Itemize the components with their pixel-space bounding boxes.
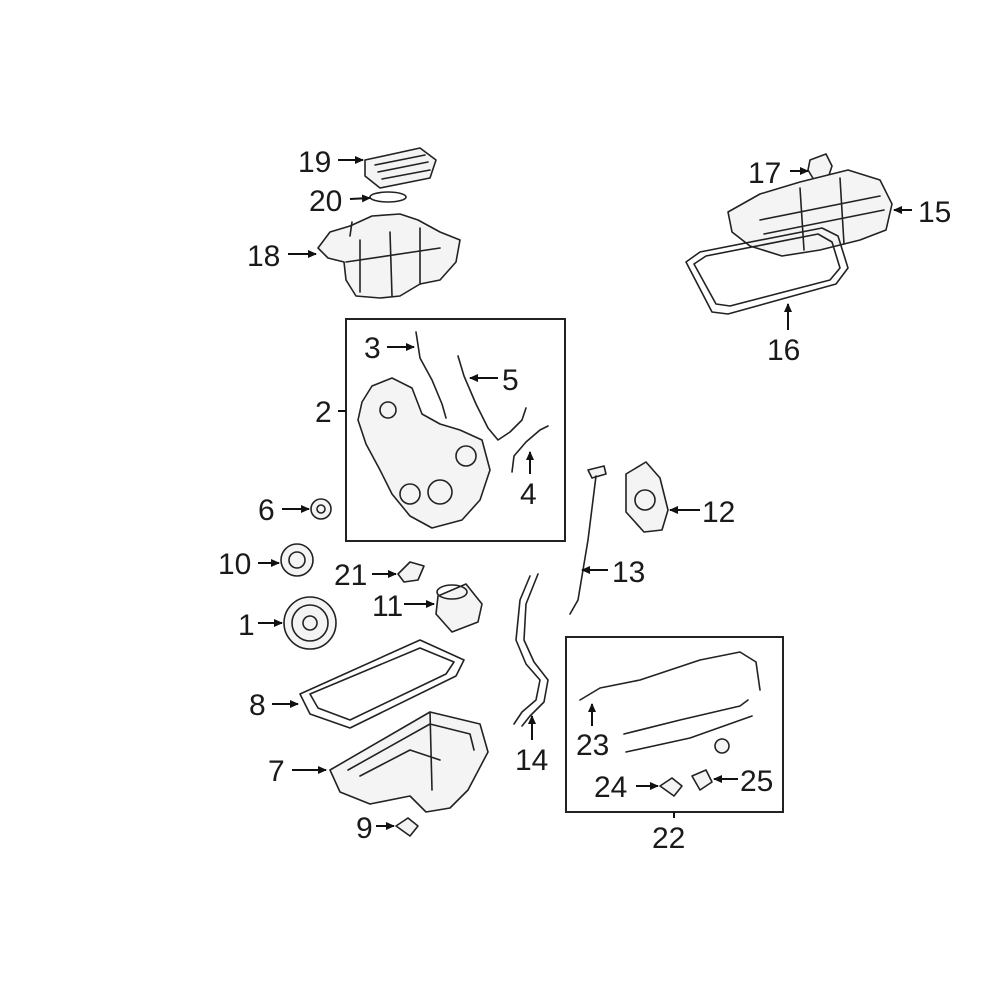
callout-24: 24: [594, 771, 627, 804]
part-1-crankshaft-pulley: [283, 596, 337, 650]
callout-10: 10: [218, 548, 251, 581]
part-21-sensor: [397, 561, 425, 583]
part-20-gasket: [369, 191, 407, 203]
part-18-intake-manifold: [317, 213, 461, 299]
part-7-oil-pan: [329, 711, 489, 813]
part-12-cover: [625, 461, 669, 533]
callout-2: 2: [315, 396, 332, 429]
callout-16: 16: [767, 334, 800, 367]
callout-11: 11: [372, 590, 403, 623]
part-25-sensor: [691, 738, 730, 791]
callout-14: 14: [515, 744, 548, 777]
part-23-wiring-harness: [579, 651, 761, 753]
part-10-seal: [280, 543, 314, 577]
timing-cover-group-box: [345, 318, 566, 542]
callout-1: 1: [238, 609, 255, 642]
callout-25: 25: [740, 765, 773, 798]
part-11-oil-filter: [435, 583, 483, 633]
callout-4: 4: [520, 478, 537, 511]
callout-13: 13: [612, 556, 645, 589]
part-5-gasket: [457, 355, 527, 441]
part-16-valve-cover-gasket: [685, 227, 849, 315]
part-19-intake-cover: [364, 147, 437, 189]
callout-22: 22: [652, 822, 685, 855]
callout-17: 17: [748, 157, 781, 190]
leader-lines: [258, 156, 912, 830]
callout-21: 21: [334, 559, 367, 592]
callout-6: 6: [258, 494, 275, 527]
part-9-drain-plug: [395, 817, 419, 837]
callout-23: 23: [576, 729, 609, 762]
callout-20: 20: [309, 185, 342, 218]
part-2-timing-cover: [357, 377, 491, 529]
callout-19: 19: [298, 146, 331, 179]
callout-15: 15: [918, 196, 951, 229]
part-15-valve-cover: [727, 169, 893, 257]
part-13-dipstick: [569, 465, 607, 615]
part-14-dipstick-tube: [513, 573, 549, 727]
part-4-gasket: [511, 425, 549, 473]
callout-18: 18: [247, 240, 280, 273]
callout-3: 3: [364, 332, 381, 365]
callout-12: 12: [702, 496, 735, 529]
callout-7: 7: [268, 755, 285, 788]
callout-5: 5: [502, 364, 519, 397]
part-6-front-seal: [310, 498, 332, 520]
callout-9: 9: [356, 812, 373, 845]
callout-8: 8: [249, 689, 266, 722]
part-8-oil-pan-gasket: [299, 639, 465, 729]
part-3-timing-cover-gasket: [415, 331, 447, 419]
part-24-sensor: [659, 777, 683, 797]
